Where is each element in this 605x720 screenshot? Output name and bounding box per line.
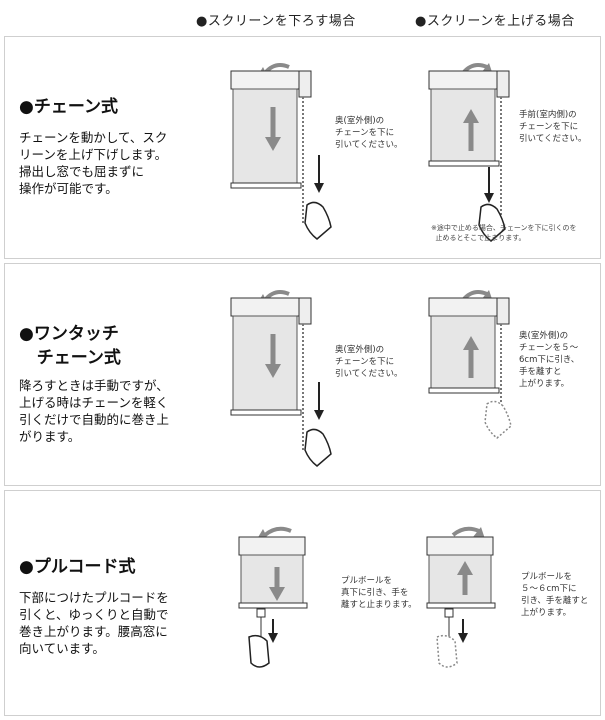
bottom-bar	[230, 409, 302, 416]
rotate-arrow-icon	[263, 526, 292, 537]
pull-cord-lower-illustration	[238, 526, 308, 668]
footnote: ※途中で止める場合、チェーンを下に引くのを 止めるとそこで止まります。	[431, 224, 577, 242]
pull-cord-raise-illustration	[426, 526, 496, 668]
hand-icon	[248, 634, 270, 668]
one-touch-lower-illustration	[230, 290, 332, 467]
panel-one-touch-chain: ●ワンタッチ チェーン式 降ろすときは手動ですが、 上げる時はチェーンを軽く 引…	[4, 263, 601, 486]
roller-head	[426, 536, 494, 556]
down-arrow-icon	[269, 587, 285, 601]
down-arrow-icon	[265, 364, 281, 378]
raise-instruction: 奥(室外側)の チェーンを５～ 6cm下に引き、 手を離すと 上がります。	[519, 331, 580, 389]
screen	[430, 315, 496, 391]
bottom-bar	[428, 160, 500, 167]
chain-raise-illustration	[428, 63, 510, 242]
screen	[430, 88, 496, 164]
chain-lower-illustration	[230, 63, 332, 240]
panel-description: 下部につけたプルコードを 引くと、ゆっくりと自動で 巻き上がります。腰高窓に 向…	[19, 590, 169, 656]
roller-head	[428, 297, 498, 317]
lower-instruction: プルボールを 真下に引き、手を 離すと止まります。	[341, 576, 417, 610]
up-arrow-icon	[463, 336, 479, 350]
panel-description: チェーンを動かして、スク リーンを上げ下げします。 掃出し窓でも屈まずに 操作が…	[19, 130, 168, 196]
bracket	[496, 297, 510, 325]
hand-icon	[436, 634, 458, 668]
lower-instruction: 奥(室外側)の チェーンを下に 引いてください。	[335, 345, 403, 379]
lower-instruction: 奥(室外側)の チェーンを下に 引いてください。	[335, 116, 403, 150]
screen	[240, 554, 304, 606]
raise-instruction: プルボールを ５～６cm下に 引き、手を離すと 上がります。	[521, 572, 589, 618]
panel-title: ●チェーン式	[19, 97, 118, 117]
panel-chain: ●チェーン式 チェーンを動かして、スク リーンを上げ下げします。 掃出し窓でも屈…	[4, 36, 601, 259]
bracket	[496, 70, 510, 98]
roller-head	[238, 536, 306, 556]
one-touch-raise-illustration	[428, 290, 512, 439]
bottom-bar	[238, 602, 308, 609]
up-arrow-icon	[463, 109, 479, 123]
panel-title: ●プルコード式	[19, 557, 136, 577]
hand-icon	[304, 428, 332, 467]
screen	[428, 554, 492, 606]
panel-description: 降ろすときは手動ですが、 上げる時はチェーンを軽く 引くだけで自動的に巻き上 が…	[19, 378, 170, 444]
rotate-arrow-icon	[451, 526, 480, 537]
roller-head	[428, 70, 498, 90]
panel-pull-cord: ●プルコード式 下部につけたプルコードを 引くと、ゆっくりと自動で 巻き上がりま…	[4, 490, 601, 716]
pull-ball	[256, 608, 266, 618]
hand-icon	[478, 203, 506, 242]
header-raise-screen: ●スクリーンを上げる場合	[415, 14, 575, 29]
roller-head	[230, 297, 300, 317]
down-arrow-icon	[265, 137, 281, 151]
panel-title: ●ワンタッチ チェーン式	[19, 324, 121, 368]
hand-icon	[484, 400, 512, 439]
bottom-bar	[230, 182, 302, 189]
hand-icon	[304, 201, 332, 240]
bottom-bar	[428, 387, 500, 394]
roller-head	[230, 70, 300, 90]
bracket	[298, 70, 312, 98]
screen	[232, 315, 298, 413]
chain-arrow-head	[484, 193, 494, 203]
pull-arrow-head	[458, 633, 468, 643]
bracket	[298, 297, 312, 325]
chain-arrow-head	[314, 183, 324, 193]
up-arrow-icon	[457, 561, 473, 575]
header-lower-screen: ●スクリーンを下ろす場合	[196, 14, 356, 29]
bottom-bar	[426, 602, 496, 609]
rotate-arrow-head	[473, 527, 485, 539]
pull-ball	[444, 608, 454, 618]
chain-arrow-head	[314, 410, 324, 420]
raise-instruction: 手前(室内側)の チェーンを下に 引いてください。	[519, 110, 587, 144]
pull-arrow-head	[268, 633, 278, 643]
